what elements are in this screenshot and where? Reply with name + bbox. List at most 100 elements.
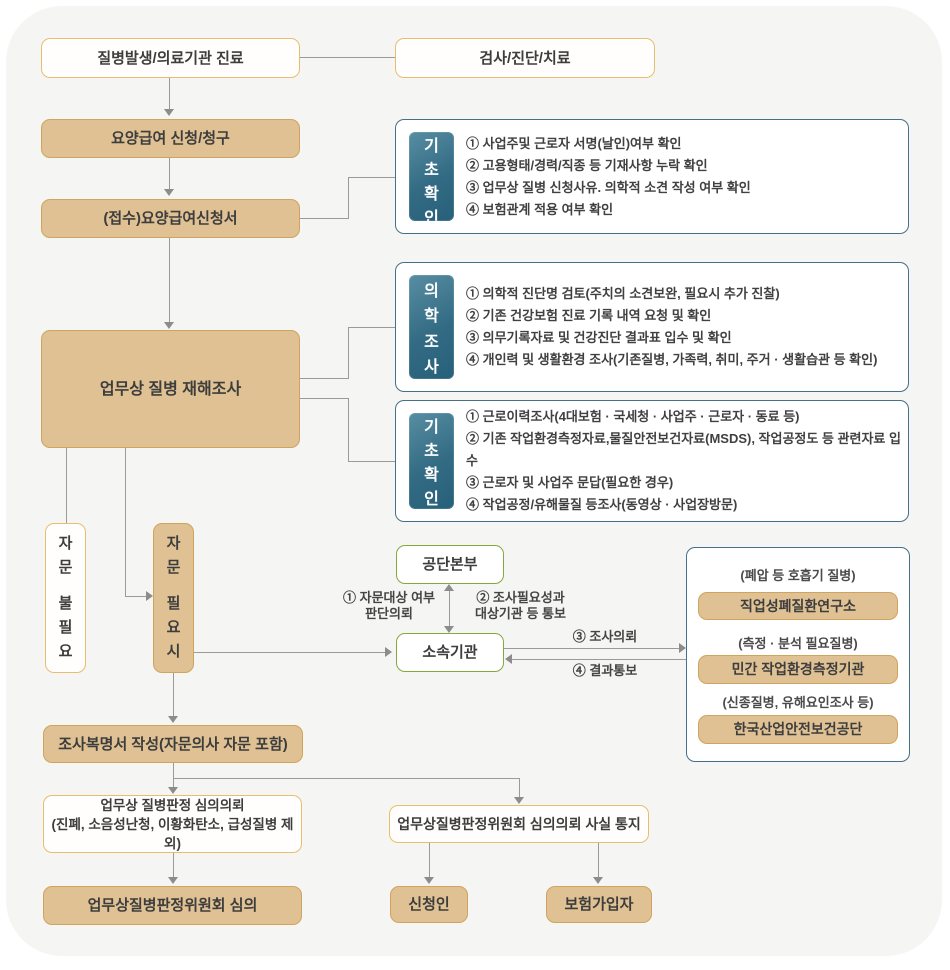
list-item: ④ 보험관계 적용 여부 확인 [466,201,614,217]
node-branch-office: 소속기관 [396,633,504,672]
arrowhead-split-judgereq [168,787,178,794]
arrowhead-result-notify [505,654,512,664]
panel-basic-check-2-items: ① 근로이력조사(4대보험 · 국세청 · 사업주 · 근로자 · 동료 등) … [466,400,906,522]
agency-name: 한국산업안전보건공단 [733,721,863,737]
node-committee-review: 업무상질병판정위원회 심의 [43,886,302,925]
agency-caption: (신종질병, 유해요인조사 등) [722,695,874,710]
connector-judgereq-committee [173,853,174,877]
list-item: ④ 작업공정/유해물질 등조사(동영상 · 사업장방문) [466,497,738,512]
connector-receipt-panel1-v [348,177,349,219]
agency-caption: (측정 · 분석 필요질병) [738,636,858,651]
panel-basic-check-2 [395,400,909,522]
connector-split-notice [519,778,520,797]
arrowhead-onset-apply [164,109,174,116]
list-item: ③ 의무기록자료 및 건강진단 결과표 입수 및 확인 [466,330,732,345]
list-item: ① 의학적 진단명 검토(주치의 소견보완, 필요시 추가 진찰) [466,286,780,301]
node-disease-investigation: 업무상 질병 재해조사 [41,330,300,448]
connector-hq-branch [449,590,450,628]
list-item: ③ 근로자 및 사업주 문답(필요한 경우) [466,475,674,490]
node-notice-of-request: 업무상질병판정위원회 심의의뢰 사실 통지 [389,805,649,843]
node-care-benefit-apply-label: 요양급여 신청/청구 [111,130,230,147]
list-item: ① 사업주및 근로자 서명(날인)여부 확인 [466,135,682,151]
node-report-write-label: 조사복명서 작성(자문의사 자문 포함) [58,735,288,753]
arrowhead-notice-applicant [424,877,434,884]
panel-medical-survey-items: ① 의학적 진단명 검토(주치의 소견보완, 필요시 추가 진찰) ② 기존 건… [466,262,906,392]
list-item: ② 기존 작업환경측정자료,물질안전보건자료(MSDS), 작업공정도 등 관련… [466,431,901,468]
connector-result-notify [512,659,686,660]
node-headquarters-label: 공단본부 [422,556,478,573]
connector-consult-report [173,673,174,716]
panel-medical-survey [395,262,909,392]
arrowhead-receipt-invest [164,322,174,329]
connector-invest-noconsult [66,448,67,523]
node-notice-of-request-label: 업무상질병판정위원회 심의의뢰 사실 통지 [397,815,641,832]
label-consult-judgement: ① 자문대상 여부 판단의뢰 [343,590,435,621]
agency-name: 민간 작업환경측정기관 [731,661,865,677]
list-item: ② 기존 건강보험 진료 기록 내역 요청 및 확인 [466,308,712,323]
arrowhead-hq-branch [444,626,454,633]
node-insured-label: 보험가입자 [564,896,634,913]
connector-notice-applicant [429,843,430,877]
list-item: ④ 개인력 및 생활환경 조사(기존질병, 가족력, 취미, 주거 · 생활습관… [466,352,878,367]
connector-receipt-panel1-h1 [300,218,348,219]
connector-receipt-invest [169,238,170,322]
connector-invest-panel3-v [348,398,349,461]
node-headquarters: 공단본부 [396,545,504,584]
label-invest-request: ③ 조사의뢰 [572,629,638,644]
list-item: ① 근로이력조사(4대보험 · 국세청 · 사업주 · 근로자 · 동료 등) [466,409,800,424]
node-agency-measurement: 민간 작업환경측정기관 [698,655,898,684]
connector-onset-apply [169,78,170,109]
node-report-write: 조사복명서 작성(자문의사 자문 포함) [43,725,303,763]
connector-apply-receipt [169,158,170,189]
node-applicant: 신청인 [390,886,468,923]
node-receipt-form: (접수)요양급여신청서 [41,199,300,238]
arrowhead-apply-receipt [164,189,174,196]
connector-receipt-panel1-h2 [348,177,395,178]
connector-consult-branch [194,652,385,653]
node-disease-investigation-label: 업무상 질병 재해조사 [99,380,242,398]
connector-invest-consult-h [125,596,146,597]
agency-caption: (폐압 등 호흡기 질병) [740,568,856,583]
label-notify-target: ② 조사필요성과 대상기관 등 통보 [475,590,566,621]
node-exam-treatment-label: 검사/진단/치료 [479,49,571,67]
panel-basic-check-1 [395,119,909,234]
arrowhead-consult-branch [385,647,392,657]
connector-onset-exam [300,57,395,58]
connector-invest-request [504,648,679,649]
node-agency-kosha: 한국산업안전보건공단 [698,715,898,744]
label-result-notify: ④ 결과통보 [572,663,638,678]
connector-invest-panel2-h1 [300,378,348,379]
node-judgement-request: 업무상 질병판정 심의의뢰 (진폐, 소음성난청, 이황화탄소, 급성질병 제외… [43,795,302,853]
connector-invest-panel2-h2 [348,327,395,328]
node-committee-review-label: 업무상질병판정위원회 심의 [87,897,258,914]
arrowhead-notice-insured [593,877,603,884]
connector-invest-panel2-v [348,327,349,379]
connector-report-split-v [173,763,174,779]
node-branch-office-label: 소속기관 [422,644,478,661]
node-receipt-form-label: (접수)요양급여신청서 [103,210,238,227]
arrowhead-split-notice [514,797,524,804]
connector-notice-insured [598,843,599,877]
agency-name: 직업성폐질환연구소 [740,597,856,614]
connector-invest-panel3-h2 [348,461,395,462]
list-item: ② 고용형태/경력/직종 등 기재사항 누락 확인 [466,157,708,173]
connector-invest-consult-v [125,448,126,597]
node-disease-onset: 질병발생/의료기관 진료 [41,38,300,78]
connector-split-judgereq [173,778,174,787]
arrowhead-judgereq-committee [168,877,178,884]
node-judgement-request-label: 업무상 질병판정 심의의뢰 (진폐, 소음성난청, 이황화탄소, 급성질병 제외… [51,797,294,851]
arrowhead-branch-hq [444,584,454,591]
node-care-benefit-apply: 요양급여 신청/청구 [41,119,300,158]
panel-basic-check-1-items: ① 사업주및 근로자 서명(날인)여부 확인 ② 고용형태/경력/직종 등 기재… [466,119,906,234]
node-insured: 보험가입자 [546,886,652,923]
node-agency-lung-institute: 직업성폐질환연구소 [698,592,898,620]
arrowhead-consult-report [168,716,178,723]
list-item: ③ 업무상 질병 신청사유. 의학적 소견 작성 여부 확인 [466,179,751,195]
node-disease-onset-label: 질병발생/의료기관 진료 [97,49,244,67]
arrowhead-invest-consult [146,591,153,601]
